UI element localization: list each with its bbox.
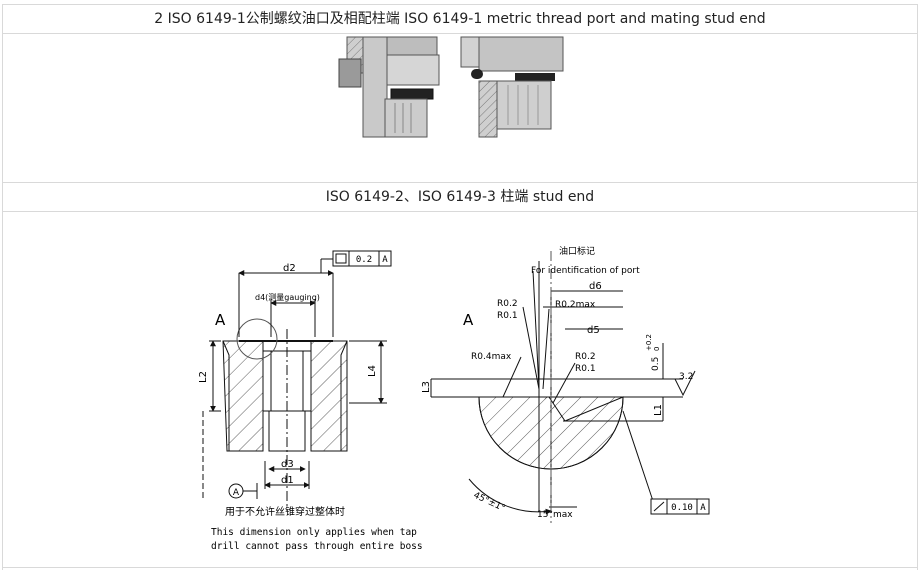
figure-iso6149-1-port bbox=[3, 33, 917, 182]
dim-label-d1: d1 bbox=[281, 475, 294, 486]
figure-iso6149-2-3-stud-end: 0.2 A A d2 d4(测量gauging) L2 L4 d3 d1 A 用… bbox=[3, 211, 917, 568]
dim-label-d2: d2 bbox=[283, 263, 296, 274]
radius-label-r0-1-bottom: R0.1 bbox=[575, 364, 596, 374]
dim-label-d4: d4(测量gauging) bbox=[255, 293, 320, 302]
right-detail-drawing bbox=[430, 251, 683, 523]
left-section-drawing bbox=[202, 258, 387, 511]
roughness-value: 3.2 bbox=[679, 372, 693, 382]
right-tolerance-frame: 0.10 A bbox=[650, 498, 710, 515]
identification-label-en: For identification of port bbox=[531, 266, 640, 276]
angle-label-45: 45°±1° bbox=[472, 491, 507, 514]
note-english-line-2: drill cannot pass through entire boss bbox=[211, 541, 423, 552]
dim-label-d3: d3 bbox=[281, 459, 294, 470]
tolerance-lower: 0 bbox=[653, 347, 661, 351]
right-frame-datum: A bbox=[700, 503, 706, 513]
left-frame-tolerance: 0.2 bbox=[356, 255, 372, 265]
left-tolerance-frame: 0.2 A bbox=[332, 250, 392, 267]
dim-label-l4: L4 bbox=[367, 365, 378, 377]
document-sheet: 2 ISO 6149-1公制螺纹油口及相配柱端 ISO 6149-1 metri… bbox=[2, 4, 918, 570]
radius-label-r0-2-max: R0.2max bbox=[555, 300, 596, 310]
dim-label-d5: d5 bbox=[587, 325, 600, 336]
dim-label-l2: L2 bbox=[198, 371, 209, 383]
stud-end-fitting-left bbox=[338, 36, 440, 138]
note-english-line-1: This dimension only applies when tap bbox=[211, 527, 417, 538]
dim-label-d6: d6 bbox=[589, 281, 602, 292]
note-chinese: 用于不允许丝锥穿过整体时 bbox=[225, 505, 345, 518]
radius-label-r0-4-max: R0.4max bbox=[471, 352, 512, 362]
dim-label-l3: L3 bbox=[421, 381, 432, 393]
tolerance-0-5: 0.5 +0.2 0 bbox=[645, 334, 661, 371]
datum-symbol-a: A bbox=[228, 483, 244, 499]
angle-label-15-max: 15°max bbox=[537, 510, 573, 520]
radius-label-r0-1-top: R0.1 bbox=[497, 311, 518, 321]
radius-label-r0-2-bottom: R0.2 bbox=[575, 352, 596, 362]
datum-symbol-letter: A bbox=[233, 488, 240, 498]
tolerance-upper: +0.2 bbox=[645, 334, 653, 351]
dim-label-l1: L1 bbox=[653, 404, 664, 416]
left-view-label-a: A bbox=[215, 311, 226, 329]
port-illustration bbox=[338, 36, 564, 138]
stud-end-fitting-right bbox=[460, 36, 564, 138]
section-title-iso6149-1: 2 ISO 6149-1公制螺纹油口及相配柱端 ISO 6149-1 metri… bbox=[3, 4, 917, 34]
identification-label-cn: 油口标记 bbox=[559, 245, 595, 257]
radius-label-r0-2-top: R0.2 bbox=[497, 299, 518, 309]
right-view-label-a: A bbox=[463, 311, 474, 329]
tolerance-base: 0.5 bbox=[651, 357, 661, 371]
section-title-iso6149-2-3: ISO 6149-2、ISO 6149-3 柱端 stud end bbox=[3, 182, 917, 212]
right-frame-tolerance: 0.10 bbox=[671, 503, 693, 513]
left-frame-datum: A bbox=[382, 255, 388, 265]
surface-roughness-symbol: 3.2 bbox=[674, 370, 696, 397]
technical-drawing: 0.2 A A d2 d4(测量gauging) L2 L4 d3 d1 A 用… bbox=[198, 245, 710, 552]
